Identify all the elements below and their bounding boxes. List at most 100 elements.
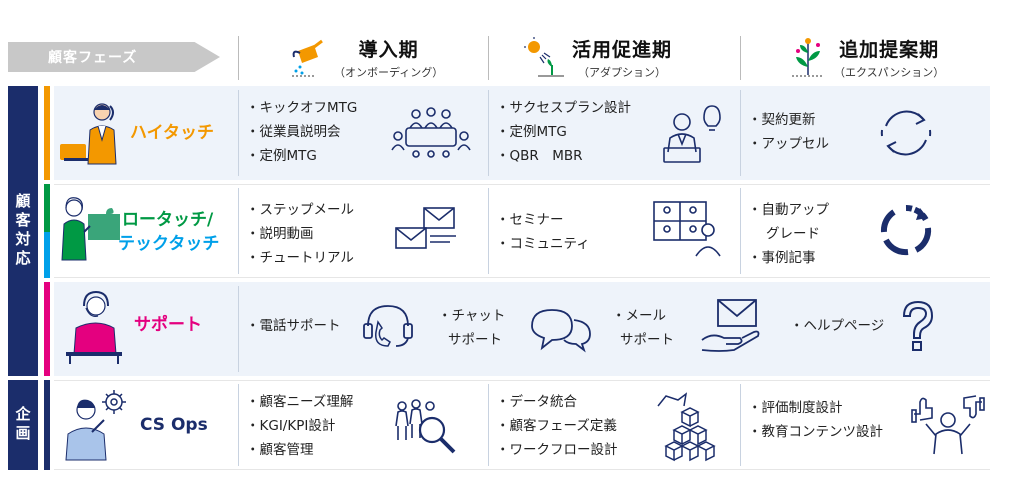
watering-can-icon xyxy=(292,39,323,77)
building-blocks-icon xyxy=(657,392,716,462)
support-chat-line2: サポート xyxy=(448,332,502,348)
support-mail-line1: ・メール xyxy=(612,308,666,324)
list-item: データ統合 xyxy=(496,390,618,414)
list-item: 定例MTG xyxy=(496,120,631,144)
question-mark-icon xyxy=(902,300,934,351)
phase-title: 導入期 xyxy=(358,38,419,61)
support-mail-line2: サポート xyxy=(620,332,674,348)
chat-bubbles-icon xyxy=(531,309,591,353)
category-customer-label: 顧客対応 xyxy=(13,193,32,269)
row-title-cs-ops: CS Ops xyxy=(140,415,208,435)
high-touch-adoption-list: サクセスプラン設計 定例MTG QBR MBR xyxy=(496,96,632,168)
list-item: 説明動画 xyxy=(246,222,354,246)
list-item: セミナー xyxy=(496,208,590,232)
list-item: 電話サポート xyxy=(246,314,341,338)
row-title-tech-touch: テックタッチ xyxy=(118,234,220,254)
list-item: アップセル xyxy=(748,132,830,156)
list-item: 自動アップ xyxy=(748,198,830,222)
cell-divider xyxy=(238,286,239,372)
cell-divider xyxy=(740,90,741,176)
category-planning-label: 企画 xyxy=(13,406,32,444)
list-item: チュートリアル xyxy=(246,246,354,270)
list-item: 顧客ニーズ理解 xyxy=(246,390,354,414)
cell-divider xyxy=(740,384,741,466)
support-chat-line1: ・チャット xyxy=(438,308,506,324)
cell-divider xyxy=(740,188,741,274)
list-item: 評価制度設計 xyxy=(748,396,883,420)
accent-tech-touch xyxy=(44,232,50,278)
support-operator-icon xyxy=(66,290,122,364)
support-phone-list: 電話サポート xyxy=(246,314,341,338)
low-touch-adoption-list: セミナー コミュニティ xyxy=(496,208,590,256)
header-divider xyxy=(238,36,239,80)
support-help-list: ヘルプページ xyxy=(790,314,885,338)
accent-low-touch xyxy=(44,184,50,232)
high-touch-onboarding-list: キックオフMTG 従業員説明会 定例MTG xyxy=(246,96,358,168)
high-touch-person-icon xyxy=(60,103,117,165)
list-item: 契約更新 xyxy=(748,108,829,132)
list-item: ヘルプページ xyxy=(790,314,885,338)
accent-support xyxy=(44,282,50,376)
list-item: キックオフMTG xyxy=(246,96,358,120)
cell-divider xyxy=(238,90,239,176)
phase-adoption: 活用促進期 （アダプション） xyxy=(524,32,672,82)
list-item: KGI/KPI設計 xyxy=(246,414,353,438)
meeting-table-icon xyxy=(391,107,471,158)
phase-subtitle: （オンボーディング） xyxy=(334,65,444,79)
phase-title: 追加提案期 xyxy=(839,38,940,61)
low-touch-expansion-list-2: 事例記事 xyxy=(748,246,816,270)
cell-divider xyxy=(238,384,239,466)
low-touch-onboarding-list: ステップメール 説明動画 チュートリアル xyxy=(246,198,355,270)
cs-ops-expansion-list: 評価制度設計 教育コンテンツ設計 xyxy=(748,396,884,444)
row-title-low-touch: ロータッチ/ xyxy=(122,210,214,230)
high-touch-expansion-list: 契約更新 アップセル xyxy=(748,108,830,156)
presenter-idea-icon xyxy=(663,105,721,163)
cell-divider xyxy=(238,188,239,274)
list-item: サクセスプラン設計 xyxy=(496,96,632,120)
cell-divider xyxy=(488,90,489,176)
cycle-arrows-icon xyxy=(880,110,932,156)
people-magnifier-icon xyxy=(395,399,456,454)
cell-divider xyxy=(488,188,489,274)
accent-high-touch xyxy=(44,86,50,180)
progress-cycle-icon xyxy=(880,205,932,256)
list-item-continued: グレード xyxy=(766,226,820,242)
cell-divider xyxy=(488,384,489,466)
list-item: 顧客フェーズ定義 xyxy=(496,414,618,438)
phase-subtitle: （エクスパンション） xyxy=(834,65,945,79)
header-divider xyxy=(488,36,489,80)
cs-ops-adoption-list: データ統合 顧客フェーズ定義 ワークフロー設計 xyxy=(496,390,618,462)
phase-subtitle: （アダプション） xyxy=(578,65,666,79)
mail-in-hand-icon xyxy=(701,299,760,352)
category-customer: 顧客対応 xyxy=(8,86,38,376)
thumbs-evaluation-icon xyxy=(911,395,985,455)
category-planning: 企画 xyxy=(8,380,38,470)
cs-ops-person-gear-icon xyxy=(65,390,126,461)
row-title-high-touch: ハイタッチ xyxy=(130,123,214,143)
grown-plant-icon xyxy=(792,38,824,77)
email-envelopes-icon xyxy=(395,207,456,249)
phase-expansion: 追加提案期 （エクスパンション） xyxy=(790,32,944,82)
accent-cs-ops xyxy=(44,380,50,470)
list-item: コミュニティ xyxy=(496,232,590,256)
phase-label-text: 顧客フェーズ xyxy=(48,50,138,66)
puzzle-person-icon xyxy=(61,197,120,261)
cs-ops-onboarding-list: 顧客ニーズ理解 KGI/KPI設計 顧客管理 xyxy=(246,390,354,462)
list-item: 教育コンテンツ設計 xyxy=(748,420,884,444)
webinar-icon xyxy=(653,201,721,257)
list-item: 定例MTG xyxy=(246,144,357,168)
list-item: 事例記事 xyxy=(748,246,816,270)
list-item: 従業員説明会 xyxy=(246,120,357,144)
list-item: 顧客管理 xyxy=(246,438,353,462)
phase-onboarding: 導入期 （オンボーディング） xyxy=(290,32,443,82)
sun-sprout-icon xyxy=(524,37,564,77)
header-divider xyxy=(740,36,741,80)
list-item: ワークフロー設計 xyxy=(496,438,618,462)
list-item: QBR MBR xyxy=(496,144,631,168)
row-title-support: サポート xyxy=(134,315,202,335)
phone-headset-icon xyxy=(363,305,413,347)
phase-label: 顧客フェーズ xyxy=(8,42,220,72)
low-touch-expansion-list: 自動アップ xyxy=(748,198,830,222)
list-item: ステップメール xyxy=(246,198,355,222)
phase-title: 活用促進期 xyxy=(572,38,673,61)
